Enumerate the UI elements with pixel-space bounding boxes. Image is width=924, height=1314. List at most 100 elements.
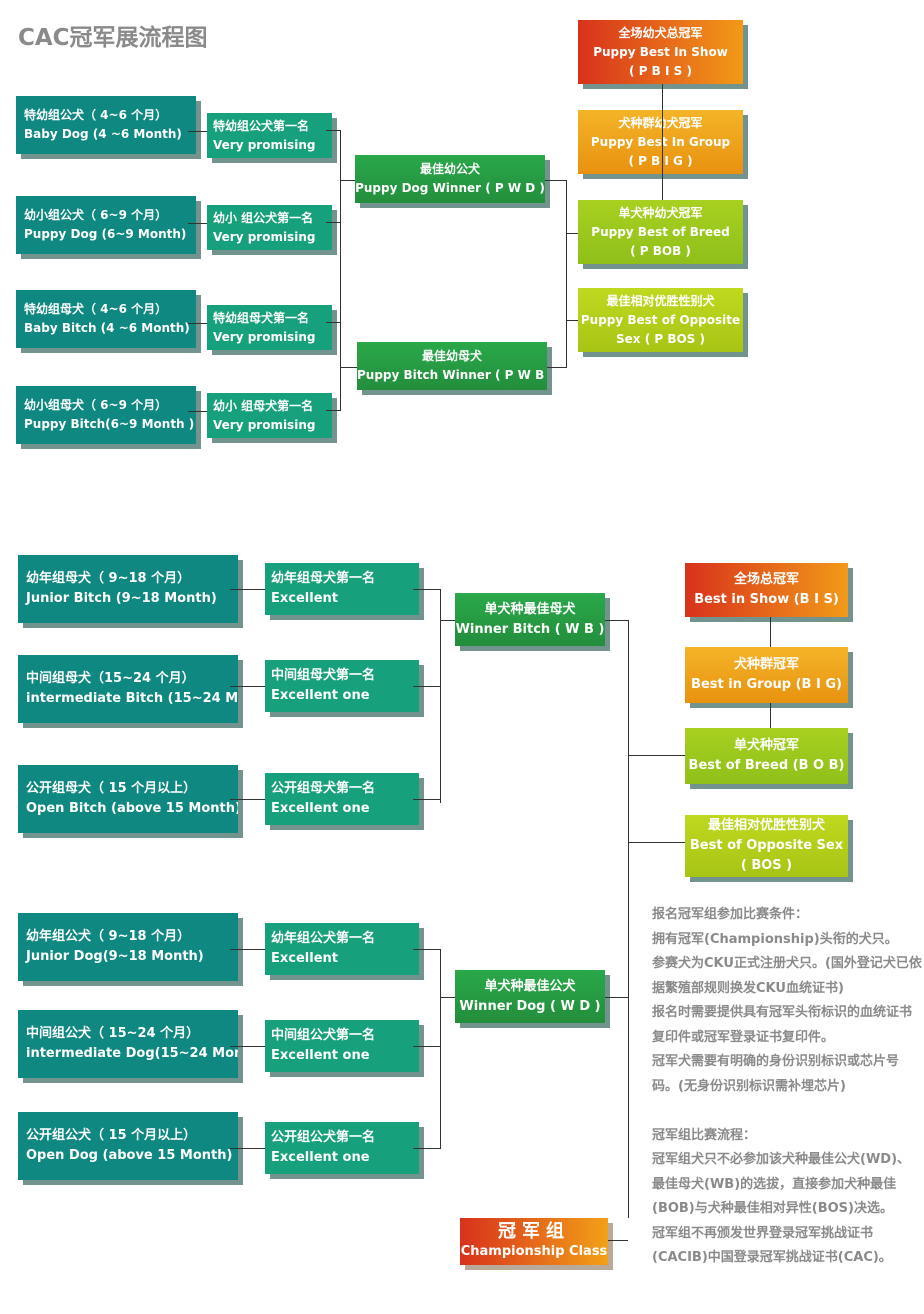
adult-first-box: 公开组母犬第一名 Excellent one bbox=[265, 773, 419, 825]
adult-first-box-en: Excellent one bbox=[271, 1150, 370, 1165]
adult-award-box-abbr: ( BOS ) bbox=[740, 858, 793, 873]
connector-line bbox=[662, 84, 663, 200]
puppy-award-box-abbr: Sex ( P BOS ) bbox=[616, 331, 705, 346]
puppy-first-box-en: Very promising bbox=[213, 137, 316, 152]
puppy-class-box-en: Puppy Bitch(6~9 Month ) bbox=[24, 417, 195, 431]
connector-line bbox=[340, 180, 355, 181]
puppy-award-box-en: Puppy Best In Show bbox=[593, 44, 728, 59]
adult-class-box: 幼年组母犬（ 9~18 个月） Junior Bitch (9~18 Month) bbox=[18, 555, 238, 623]
winner-dog-box-cn: 单犬种最佳公犬 bbox=[484, 978, 576, 994]
puppy-class-box: 幼小组公犬（ 6~9 个月）Puppy Dog (6~9 Month) bbox=[16, 196, 196, 254]
connector-line bbox=[413, 799, 440, 800]
championship-class-box: 冠军组 Championship Class bbox=[460, 1218, 608, 1265]
connector-line bbox=[566, 320, 578, 321]
adult-award-box-cn: 犬种群冠军 bbox=[733, 657, 799, 672]
adult-class-box-en: Open Bitch (above 15 Month) bbox=[26, 801, 238, 816]
connector-line bbox=[230, 1046, 265, 1047]
adult-class-box-cn: 幼年组公犬（ 9~18 个月） bbox=[26, 929, 191, 944]
championship-cn: 冠军组 bbox=[498, 1221, 570, 1242]
adult-class-box-cn: 公开组公犬（ 15 个月以上） bbox=[26, 1128, 197, 1143]
adult-award-box-en: Best of Breed (B O B) bbox=[688, 758, 845, 773]
connector-line bbox=[230, 589, 265, 590]
connector-line bbox=[628, 620, 629, 1218]
puppy-award-box: 单犬种幼犬冠军 Puppy Best of Breed ( P BOB ) bbox=[578, 200, 743, 264]
adult-award-box-en: Best in Group (B I G) bbox=[691, 677, 842, 692]
adult-first-box-cn: 公开组公犬第一名 bbox=[271, 1130, 376, 1145]
connector-line bbox=[413, 686, 440, 687]
connector-line bbox=[440, 949, 441, 1149]
puppy-first-box: 幼小 组母犬第一名 Very promising bbox=[207, 393, 332, 438]
adult-first-box-cn: 公开组母犬第一名 bbox=[271, 781, 376, 796]
puppy-award-box-cn: 犬种群幼犬冠军 bbox=[618, 115, 703, 130]
adult-class-box-cn: 中间组公犬（ 15~24 个月） bbox=[26, 1026, 200, 1041]
adult-first-box-cn: 中间组母犬第一名 bbox=[271, 668, 376, 683]
connector-line bbox=[440, 620, 455, 621]
adult-class-box-en: Junior Dog(9~18 Month) bbox=[26, 949, 204, 964]
connector-line bbox=[230, 686, 265, 687]
connector-line bbox=[188, 131, 207, 132]
connector-line bbox=[326, 410, 340, 411]
puppy-first-box-cn: 特幼组母犬第一名 bbox=[213, 310, 310, 325]
puppy-first-box-en: Very promising bbox=[213, 229, 316, 244]
puppy-award-box-en: Puppy Best of Breed bbox=[591, 224, 730, 239]
adult-class-box-cn: 中间组母犬（15~24 个月） bbox=[26, 671, 195, 686]
connector-line bbox=[413, 589, 440, 590]
adult-award-box-cn: 最佳相对优胜性别犬 bbox=[707, 818, 825, 833]
puppy-award-box-cn: 单犬种幼犬冠军 bbox=[618, 205, 703, 220]
puppy-award-box-abbr: ( P B I S ) bbox=[629, 63, 692, 78]
adult-class-box-en: Open Dog (above 15 Month) bbox=[26, 1148, 233, 1163]
puppy-first-box-cn: 特幼组公犬第一名 bbox=[213, 118, 310, 133]
connector-line bbox=[413, 1148, 440, 1149]
puppy-award-box-abbr: ( P BOB ) bbox=[630, 243, 691, 258]
winner-dog-box-en: Winner Dog ( W D ) bbox=[459, 998, 601, 1014]
championship-notes: 报名冠军组参加比赛条件： 拥有冠军(Championship)头衔的犬只。 参赛… bbox=[652, 907, 922, 1265]
puppy-class-box-cn: 特幼组母犬（ 4~6 个月） bbox=[24, 302, 168, 316]
connector-line bbox=[440, 997, 455, 998]
connector-line bbox=[188, 411, 207, 412]
connector-line bbox=[605, 997, 628, 998]
connector-line bbox=[230, 1148, 265, 1149]
connector-line bbox=[326, 130, 340, 131]
adult-first-box-cn: 幼年组公犬第一名 bbox=[271, 931, 376, 946]
connector-line bbox=[566, 180, 567, 368]
puppy-bitch-winner-box-en: Puppy Bitch Winner ( P W B ) bbox=[357, 368, 547, 382]
puppy-award-box-abbr: ( P B I G ) bbox=[628, 153, 693, 168]
adult-first-box-en: Excellent one bbox=[271, 801, 370, 816]
connector-line bbox=[440, 589, 441, 803]
puppy-class-box: 特幼组公犬（ 4~6 个月）Baby Dog (4 ~6 Month) bbox=[16, 96, 196, 154]
puppy-class-box-en: Baby Bitch (4 ~6 Month) bbox=[24, 321, 190, 335]
adult-class-box: 幼年组公犬（ 9~18 个月） Junior Dog(9~18 Month) bbox=[18, 913, 238, 981]
puppy-class-box: 特幼组母犬（ 4~6 个月） Baby Bitch (4 ~6 Month) bbox=[16, 290, 196, 348]
adult-class-box: 中间组公犬（ 15~24 个月） intermediate Dog(15~24 M… bbox=[18, 1010, 238, 1078]
puppy-first-box-cn: 幼小 组母犬第一名 bbox=[213, 398, 314, 413]
connector-line bbox=[326, 322, 340, 323]
puppy-class-box-cn: 幼小组母犬（ 6~9 个月） bbox=[24, 398, 168, 412]
connector-line bbox=[340, 130, 341, 411]
connector-line bbox=[188, 323, 207, 324]
puppy-class-box-en: Baby Dog (4 ~6 Month) bbox=[24, 127, 182, 141]
connector-line bbox=[230, 799, 265, 800]
connector-line bbox=[628, 842, 685, 843]
adult-first-box-cn: 中间组公犬第一名 bbox=[271, 1028, 376, 1043]
adult-first-box-cn: 幼年组母犬第一名 bbox=[271, 571, 376, 586]
puppy-class-box-cn: 幼小组公犬（ 6~9 个月） bbox=[24, 208, 168, 222]
puppy-first-box-en: Very promising bbox=[213, 417, 316, 432]
adult-class-box-en: intermediate Dog(15~24 Month) bbox=[26, 1046, 238, 1061]
adult-class-box-cn: 幼年组母犬（ 9~18 个月） bbox=[26, 571, 191, 586]
adult-class-box-en: Junior Bitch (9~18 Month) bbox=[26, 591, 217, 606]
adult-class-box: 中间组母犬（15~24 个月）intermediate Bitch (15~24… bbox=[18, 655, 238, 723]
championship-en: Championship Class bbox=[460, 1244, 608, 1259]
connector-line bbox=[628, 755, 685, 756]
connector-line bbox=[545, 180, 566, 181]
